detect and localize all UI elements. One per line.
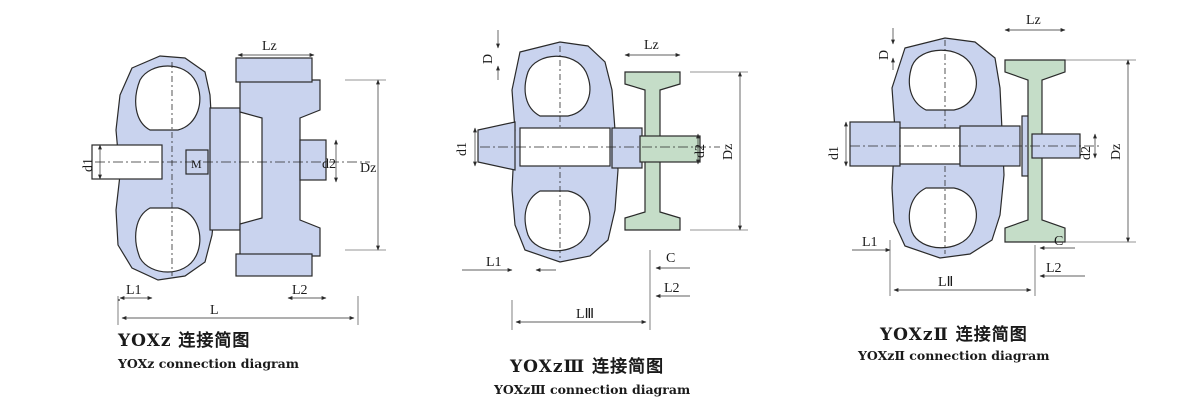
diagram-yoxz-ii-labels: Lz D d1 d2 Dz L1 C L2 LⅡ: [827, 13, 1124, 290]
caption-cn-yoxz: YOXz 连接简图: [118, 331, 251, 351]
label-l3: LⅢ: [576, 307, 594, 322]
label-lz: Lz: [1026, 13, 1041, 28]
caption-cn-yoxz-iii: YOXzⅢ 连接简图: [510, 357, 665, 377]
label-l1: L1: [862, 235, 878, 250]
label-l: L: [210, 303, 219, 318]
upper-turbine: [524, 55, 591, 117]
label-l1: L1: [486, 255, 502, 270]
shaft-flange: [611, 127, 643, 169]
upper-turbine: [135, 65, 201, 131]
label-l2: L2: [1046, 261, 1062, 276]
hub: [209, 107, 241, 231]
label-c: C: [666, 251, 675, 266]
label-l2: L2: [664, 281, 680, 296]
label-l1: L1: [126, 283, 142, 298]
lower-turbine: [524, 190, 591, 252]
label-d: D: [877, 50, 892, 60]
label-dz: Dz: [721, 144, 736, 160]
label-l2: L2: [292, 283, 308, 298]
label-dz: Dz: [1109, 144, 1124, 160]
label-d2: d2: [322, 157, 336, 172]
lower-turbine: [908, 187, 977, 249]
brake-pulley: [239, 79, 321, 257]
caption-en-yoxz-iii: YOXzⅢ connection diagram: [494, 382, 691, 397]
upper-turbine: [908, 49, 977, 111]
caption-en-yoxz-ii: YOXzⅡ connection diagram: [858, 348, 1050, 363]
lower-turbine: [135, 207, 201, 273]
input-shaft: [477, 121, 516, 171]
label-d2: d2: [693, 144, 708, 158]
label-c: C: [1054, 234, 1063, 249]
label-d1: d1: [81, 158, 96, 172]
caption-en-yoxz: YOXz connection diagram: [118, 356, 299, 371]
label-d1: d1: [827, 146, 842, 160]
diagram-yoxz-iii-labels: D Lz d1 d2 Dz L1 C L2 LⅢ: [455, 38, 736, 322]
label-lz: Lz: [262, 39, 277, 54]
label-d1: d1: [455, 142, 470, 156]
diagram-yoxz: [91, 53, 386, 325]
diagram-yoxz-labels: d1 d2 Dz Lz L1 L L2 M: [81, 39, 376, 318]
label-d: D: [481, 54, 496, 64]
input-shaft: [849, 121, 901, 167]
caption-cn-yoxz-ii: YOXzⅡ 连接简图: [880, 325, 1028, 345]
diagram-yoxz-iii: [462, 30, 748, 330]
diagram-yoxz-ii: [844, 28, 1136, 296]
label-l-ii: LⅡ: [938, 275, 953, 290]
label-lz: Lz: [644, 38, 659, 53]
label-d2: d2: [1079, 146, 1094, 160]
label-m: M: [191, 157, 202, 171]
label-dz: Dz: [360, 161, 376, 176]
